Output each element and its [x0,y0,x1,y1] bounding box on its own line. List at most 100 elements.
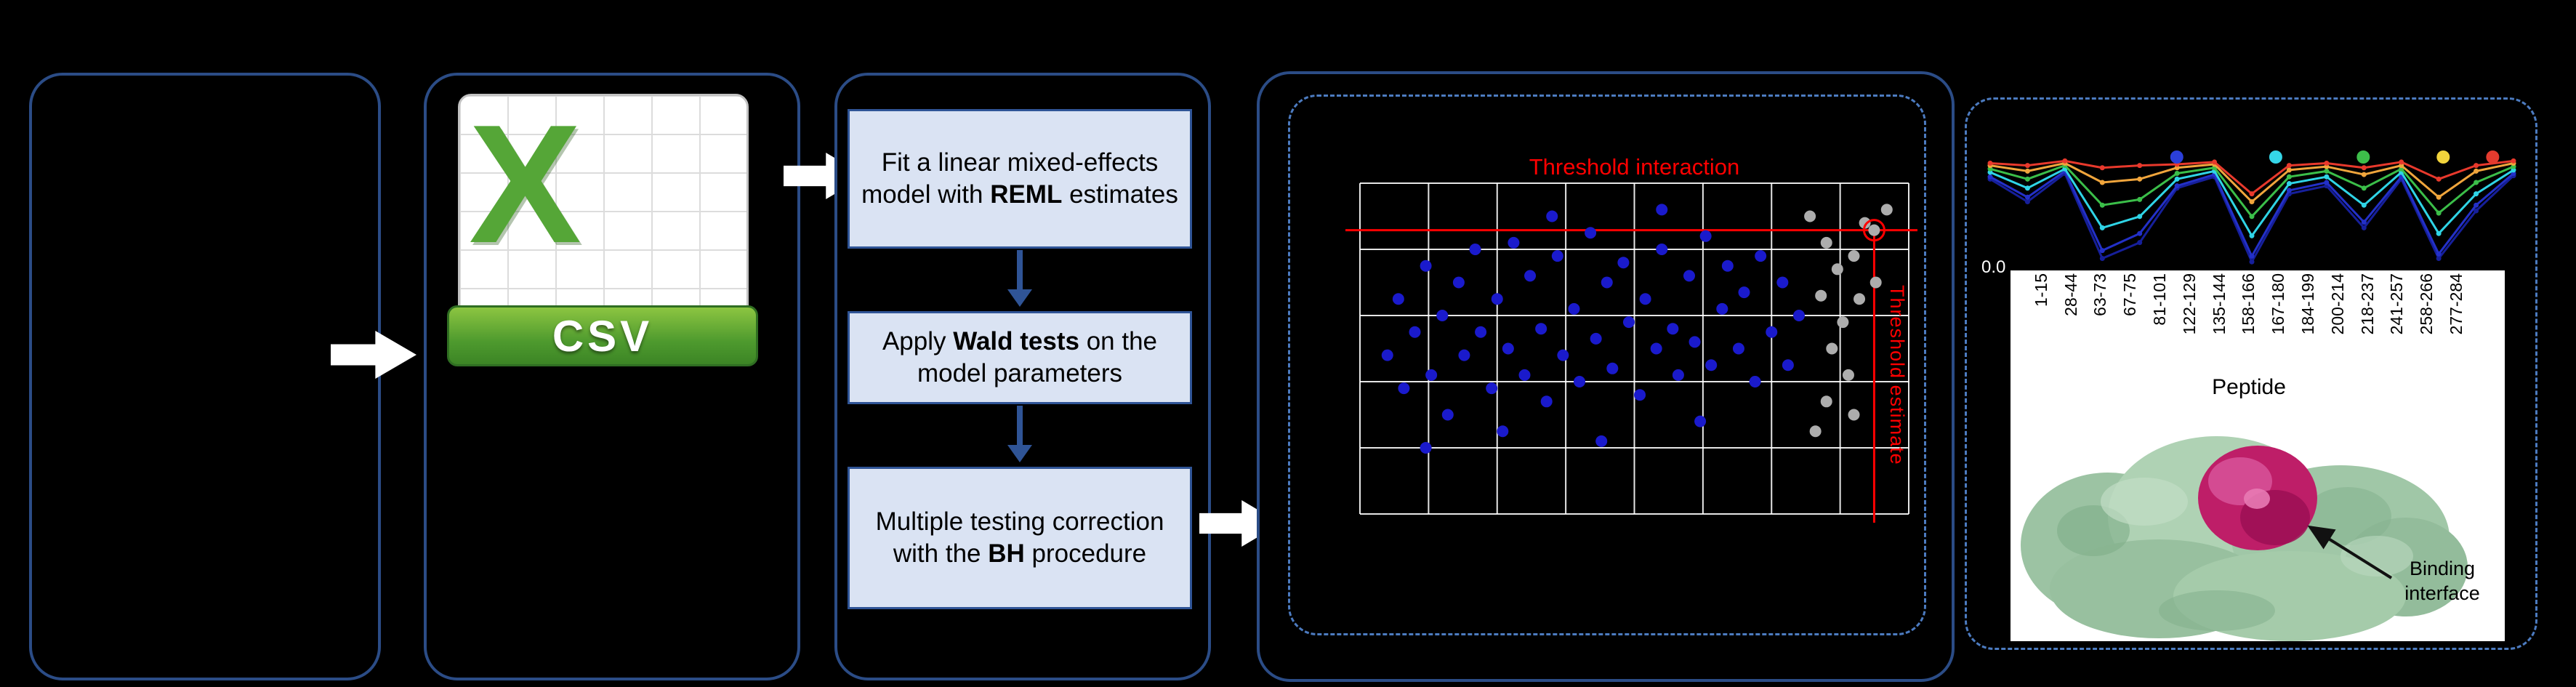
peptide-tick-label: 200-214 [2327,273,2347,335]
peptide-tick-label: 167-180 [2269,273,2288,335]
scatter-point-significant [1469,244,1481,255]
uptake-marker [2286,167,2292,173]
scatter-point-significant [1557,349,1569,361]
timepoint-dot [2356,150,2370,164]
threshold-interaction-label: Threshold interaction [1529,154,1740,180]
scatter-point-significant [1546,210,1558,222]
scatter-point-significant [1486,382,1498,395]
scatter-point-significant [1650,342,1662,355]
scatter-point-significant [1398,382,1410,395]
uptake-marker [2324,168,2330,174]
timepoint-dot [2269,150,2282,164]
uptake-marker [2212,159,2218,165]
scatter-point-non-significant [1804,210,1816,222]
peptide-tick: 277-284 [2442,273,2471,374]
timepoint-dot [2486,150,2500,164]
uptake-marker [2249,199,2255,205]
uptake-marker [2099,202,2105,208]
peptide-tick: 184-199 [2293,273,2323,374]
scatter-point-significant [1458,349,1470,361]
scatter-point-non-significant [1809,425,1822,438]
uptake-marker [2474,202,2479,208]
uptake-marker [2399,159,2404,165]
uptake-marker [2249,233,2255,238]
scatter-point-non-significant [1853,293,1866,305]
peptide-tick-label: 122-129 [2179,273,2199,335]
scatter-point-non-significant [1837,316,1849,329]
uptake-marker [2361,165,2367,171]
peptide-tick-label: 158-166 [2239,273,2258,335]
uptake-marker [2062,158,2068,164]
scatter-point-significant [1689,336,1701,348]
scatter-point-significant [1601,276,1613,289]
uptake-marker [2286,163,2292,169]
scatter-point-significant [1551,250,1563,262]
scatter-point-significant [1436,310,1449,321]
scatter-point-non-significant [1869,276,1882,289]
timepoint-dot [2170,150,2183,164]
binding-interface-arrow [2307,525,2393,579]
uptake-marker [2436,176,2442,182]
uptake-marker [2099,180,2105,185]
uptake-marker [2324,174,2330,180]
uptake-marker [2286,181,2292,187]
scatter-point-significant [1535,323,1547,335]
peptide-tick: 81-101 [2145,273,2175,374]
scatter-point-non-significant [1826,342,1838,355]
scatter-point-significant [1694,415,1707,427]
scatter-point-significant [1606,362,1619,374]
uptake-marker [2099,225,2105,230]
peptide-tick: 63-73 [2086,273,2116,374]
uptake-marker [2474,208,2479,214]
step-wald-box: Apply Wald tests on the model parameters [848,311,1192,404]
peptide-tick: 200-214 [2323,273,2353,374]
excel-x-icon: X [469,90,581,278]
peptide-tick-label: 258-266 [2417,273,2436,335]
scatter-point-significant [1502,342,1514,355]
scatter-point-significant [1755,250,1767,262]
down-arrow-head [1007,445,1032,462]
scatter-point-significant [1585,227,1597,239]
scatter-point-significant [1683,270,1695,282]
peptide-tick-label: 135-144 [2209,273,2229,335]
peptide-tick-label: 1-15 [2031,273,2050,308]
step-reml-text: Fit a linear mixed-effects model with RE… [861,148,1178,209]
scatter-point-significant [1409,326,1421,338]
scatter-point-significant [1672,369,1684,381]
step-reml-box: Fit a linear mixed-effects model with RE… [848,109,1192,249]
scatter-result-dashed-frame [1288,95,1926,635]
step-wald-text: Apply Wald tests on the model parameters [882,327,1158,387]
scatter-point-significant [1475,326,1487,338]
peptide-tick-label: 63-73 [2090,273,2110,316]
down-arrow-stem [1017,250,1023,291]
scatter-point-significant [1392,293,1404,305]
scatter-point-non-significant [1815,289,1827,302]
scatter-point-non-significant [1831,263,1843,276]
peptide-tick: 67-75 [2115,273,2145,374]
scatter-point-significant [1738,286,1750,299]
peptide-uptake-line-chart [1987,150,2516,265]
uptake-marker [2137,176,2143,182]
peptide-tick-label: 28-44 [2061,273,2080,316]
down-arrow-stem [1017,406,1023,446]
uptake-marker [2361,185,2367,191]
uptake-marker [2137,214,2143,220]
uptake-marker [2324,180,2330,185]
peptide-tick: 218-237 [2353,273,2383,374]
uptake-marker [2024,185,2030,191]
scatter-point-significant [1425,369,1438,381]
step-bh-box: Multiple testing correction with the BH … [848,467,1192,609]
peptide-tick-label: 218-237 [2357,273,2377,335]
threshold-estimate-label: Threshold estimate [1886,285,1908,465]
uptake-marker [2324,160,2330,166]
peptide-tick: 1-15 [2026,273,2056,374]
uptake-marker [2361,202,2367,208]
scatter-point-non-significant [1820,395,1832,408]
scatter-point-significant [1776,276,1789,289]
csv-banner-label: CSV [552,311,653,361]
peptide-tick-label: 184-199 [2298,273,2318,335]
scatter-point-significant [1749,376,1761,387]
uptake-marker [2436,210,2442,216]
csv-file-page-icon [458,94,749,325]
